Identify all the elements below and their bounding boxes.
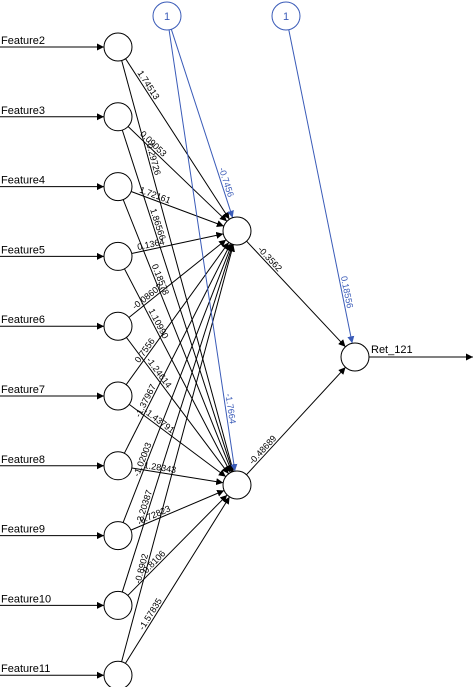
edge-feature9-h2 [130,489,225,531]
input-node [103,102,133,132]
weight-label: -0.08602 [130,281,164,311]
input-node [103,311,133,341]
weight-label: -0.48689 [247,433,278,466]
edge-feature8-h2 [131,467,224,486]
edge-feature3-h2 [121,129,234,472]
input-node [103,451,133,481]
weight-label: -1.02003 [131,441,153,478]
bias-edge-h1 [170,29,234,218]
input-label-feature6: Feature6 [1,314,45,326]
bias-weight-label: -1.7664 [223,393,237,425]
edge-feature5-h1 [131,231,224,254]
input-label-feature4: Feature4 [1,175,45,187]
hidden-node-2 [222,470,252,500]
input-label-feature9: Feature9 [1,524,45,536]
bias-weight-label: -0.7456 [217,166,236,198]
input-label-feature10: Feature10 [1,593,51,605]
edge-feature2-h2 [121,60,235,472]
input-node [103,660,133,687]
edge-feature10-h2 [127,494,228,596]
edge-feature5-h2 [124,268,231,473]
input-node [103,32,133,62]
edge-feature4-h1 [130,191,225,227]
edge-feature10-h1 [121,244,234,593]
input-node [103,241,133,271]
bias-edge-h2 [168,29,238,472]
hidden-node-1 [222,216,252,246]
bias-node-2 [271,1,301,31]
input-label-feature3: Feature3 [1,105,45,117]
weight-label: -0.3562 [256,244,284,273]
input-label-feature7: Feature7 [1,384,45,396]
edge-hidden-2-output [246,366,346,476]
weight-label: 1.72161 [138,185,172,206]
bias-weight-label: 0.18556 [339,275,355,309]
bias-node-label: 1 [164,11,170,23]
output-label: Ret_121 [371,344,413,356]
input-node [103,521,133,551]
weight-label: 1.74513 [135,69,161,102]
edge-feature11-h1 [121,244,235,662]
edge-feature4-h2 [122,199,233,473]
input-label-feature2: Feature2 [1,35,45,47]
input-label-feature8: Feature8 [1,454,45,466]
weight-label: 1.86566 [148,207,168,241]
bias-edge-out [288,29,355,344]
node-layer [103,1,370,687]
output-node [340,342,370,372]
input-node [103,381,133,411]
edge-feature11-h2 [125,496,230,664]
input-label-feature5: Feature5 [1,244,45,256]
weight-label: -1.57835 [137,596,164,631]
input-node [103,590,133,620]
edge-feature7-h2 [128,403,227,478]
edge-feature6-h1 [128,239,227,318]
input-node [103,172,133,202]
input-label-feature11: Feature11 [1,663,50,675]
edge-feature3-h1 [127,126,228,222]
connection-layer [0,29,473,679]
edge-feature9-h1 [122,243,233,523]
edge-hidden-1-output [246,240,346,348]
edge-feature7-h1 [125,242,230,385]
bias-node-1 [152,1,182,31]
bias-node-label: 1 [283,11,289,23]
edge-feature8-h1 [123,243,232,454]
edge-feature2-h1 [125,58,230,220]
